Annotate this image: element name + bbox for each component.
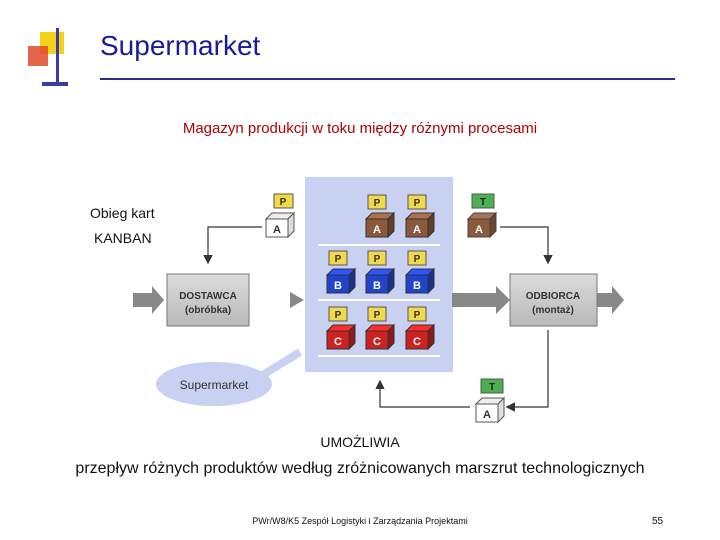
page-title: Supermarket xyxy=(100,30,261,61)
shelf-item-c-1-card xyxy=(328,306,348,322)
shelf-item-b-1: PB xyxy=(325,250,357,295)
shelf-item-b-3-card-label: P xyxy=(414,254,421,265)
shelf-item-b-3-card xyxy=(407,250,427,266)
subtitle: Magazyn produkcji w toku między różnymi … xyxy=(182,120,538,137)
shelf-item-a-2-box xyxy=(405,218,429,238)
shelf-item-b-1-box xyxy=(326,274,350,294)
box-a-bottom-label: A xyxy=(483,409,491,421)
logo-decoration xyxy=(28,28,68,86)
shelf-item-c-2-card xyxy=(367,306,387,322)
shelf-item-c-1-label: C xyxy=(334,336,342,348)
shelf-item-b-3: PB xyxy=(404,250,436,295)
card-t-top-label: T xyxy=(480,197,486,208)
card-t-bottom xyxy=(480,378,504,394)
shelf-item-a-1-card-label: P xyxy=(374,198,381,209)
supermarket-callout xyxy=(156,362,272,406)
shelf-item-b-1-label: B xyxy=(334,280,342,292)
kanban-arrow-to-supplier xyxy=(203,226,262,265)
logo-red-square xyxy=(28,46,48,66)
shelf-item-c-2-card-label: P xyxy=(374,310,381,321)
logo-horizontal-bar xyxy=(42,82,68,86)
input-flow-arrow xyxy=(133,286,164,314)
shelf-item-b-2-card xyxy=(367,250,387,266)
supplier-sub: (obróbka) xyxy=(185,305,231,316)
shelf-item-c-2: PC xyxy=(364,306,396,351)
shelf-item-c-1-card-label: P xyxy=(335,310,342,321)
shelf-item-a-2-card-label: P xyxy=(414,198,421,209)
shelf-item-a-1: PA xyxy=(364,194,396,239)
shelf-item-c-3-card xyxy=(407,306,427,322)
kanban-arrow-to-supermarket xyxy=(375,379,470,408)
shelf-item-b-2-card-label: P xyxy=(374,254,381,265)
card-p-supplier-label: P xyxy=(280,197,287,208)
flow-description: przepływ różnych produktów według zróżni… xyxy=(75,460,645,477)
page-number: 55 xyxy=(652,516,664,527)
shelf-item-c-3-card-label: P xyxy=(414,310,421,321)
shelf-item-a-1-card xyxy=(367,194,387,210)
supplier-to-supermarket-arrow xyxy=(249,292,304,308)
shelf-item-b-1-card-label: P xyxy=(335,254,342,265)
shelf-item-c-2-box xyxy=(365,330,389,350)
shelf-item-a-2-card xyxy=(407,194,427,210)
output-flow-arrow xyxy=(597,286,624,314)
shelf-item-c-2-label: C xyxy=(373,336,381,348)
kanban-label-line2: KANBAN xyxy=(94,230,152,246)
box-a-top-right-label: A xyxy=(475,224,483,236)
shelf-item-c-1-box xyxy=(326,330,350,350)
supplier-name: DOSTAWCA xyxy=(179,291,237,302)
shelf-item-b-2-box xyxy=(365,274,389,294)
shelf-item-a-1-label: A xyxy=(373,224,381,236)
shelf-item-a-1-box xyxy=(365,218,389,238)
customer-name: ODBIORCA xyxy=(526,291,580,302)
shelf-item-a-2: PA xyxy=(404,194,436,239)
shelf-item-a-2-label: A xyxy=(413,224,421,236)
card-p-supplier xyxy=(273,193,294,209)
footer-text: PWr/W8/K5 Zespół Logistyki i Zarządzania… xyxy=(252,516,468,526)
kanban-label-line1: Obieg kart xyxy=(90,205,155,221)
card-t-top xyxy=(471,193,495,209)
card-t-bottom-label: T xyxy=(489,382,495,393)
shelf-item-c-1: PC xyxy=(325,306,357,351)
shelf-item-c-3-box xyxy=(405,330,429,350)
shelf-item-b-1-card xyxy=(328,250,348,266)
customer-process-box xyxy=(509,273,598,327)
shelf-item-b-3-box xyxy=(405,274,429,294)
shelf-item-b-2: PB xyxy=(364,250,396,295)
shelf-item-b-2-label: B xyxy=(373,280,381,292)
customer-sub: (montaż) xyxy=(532,305,574,316)
title-underline xyxy=(100,78,675,80)
enables-label: UMOŻLIWIA xyxy=(320,434,400,450)
kanban-return-arrow xyxy=(505,330,549,412)
kanban-arrow-to-customer xyxy=(500,226,553,265)
box-a-supplier-label: A xyxy=(273,224,281,236)
supermarket-to-customer-arrow xyxy=(452,286,510,314)
shelf-item-c-3: PC xyxy=(404,306,436,351)
supermarket-callout-label: Supermarket xyxy=(180,378,249,392)
shelf-item-c-3-label: C xyxy=(413,336,421,348)
shelf-item-b-3-label: B xyxy=(413,280,421,292)
logo-vertical-bar xyxy=(56,28,59,86)
